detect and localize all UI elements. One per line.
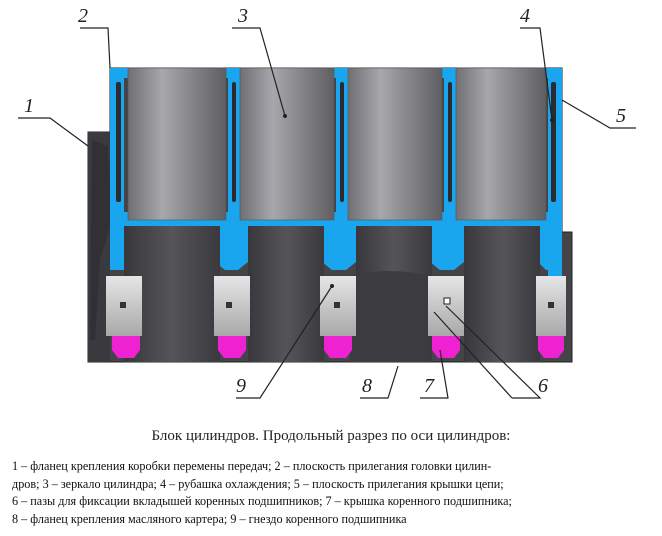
figure-caption: Блок цилиндров. Продольный разрез по оси… xyxy=(151,428,511,444)
bearing-cap-2 xyxy=(218,336,246,358)
leader-dots xyxy=(283,114,554,288)
figure-legend: 1 – фланец крепления коробки перемены пе… xyxy=(12,458,654,528)
leader-lines xyxy=(18,27,636,399)
callout-9: 9 xyxy=(236,375,246,397)
callout-4: 4 xyxy=(520,5,530,27)
callout-1: 1 xyxy=(24,95,34,117)
legend-line-2: дров; 3 – зеркало цилиндра; 4 – рубашка … xyxy=(12,476,504,491)
cylinder-bore-3 xyxy=(347,67,443,221)
gearbox-flange-detail xyxy=(90,140,112,340)
bearing-cap-4 xyxy=(432,336,460,358)
callout-2: 2 xyxy=(78,5,88,27)
cylinder-bore-1 xyxy=(127,67,227,221)
legend-line-3: 6 – пазы для фиксации вкладышей коренных… xyxy=(12,494,512,508)
callout-8: 8 xyxy=(362,375,372,397)
bearing-caps xyxy=(112,336,564,358)
cylinder-bores xyxy=(127,67,547,221)
callout-5: 5 xyxy=(616,105,626,127)
bearing-cap-1 xyxy=(112,336,140,358)
bearing-cap-5 xyxy=(538,336,564,358)
jacket-slots xyxy=(116,82,556,202)
cylinder-bore-2 xyxy=(239,67,335,221)
callout-3: 3 xyxy=(237,5,248,27)
legend-line-4: 8 – фланец крепления масляного картера; … xyxy=(12,511,407,526)
cylinder-block-section-figure: 1 2 3 4 5 9 8 7 6 xyxy=(18,5,636,399)
cylinder-bore-4 xyxy=(455,67,547,221)
fixation-grooves xyxy=(120,297,554,308)
legend-line-1: 1 – фланец крепления коробки перемены пе… xyxy=(12,459,492,473)
callout-7: 7 xyxy=(424,375,435,397)
bearing-cap-3 xyxy=(324,336,352,358)
callout-6: 6 xyxy=(538,375,548,397)
crankcase-lower xyxy=(124,226,540,362)
main-bearing-seats xyxy=(106,276,566,336)
